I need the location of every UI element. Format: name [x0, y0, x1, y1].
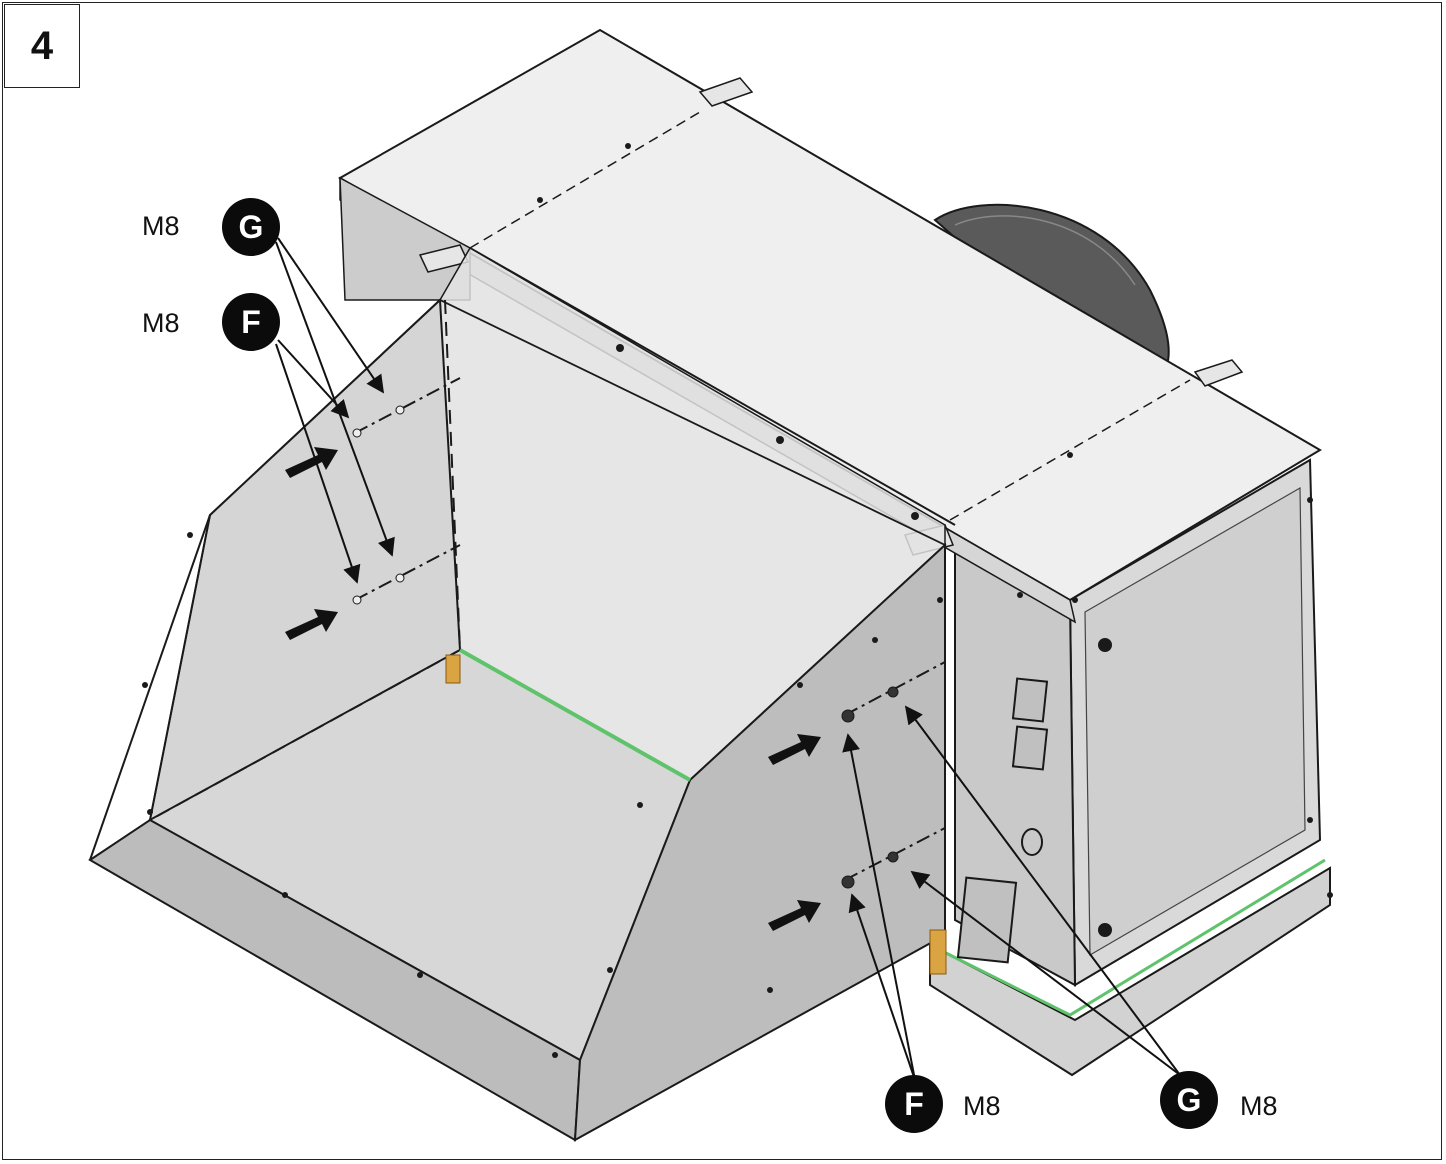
callout-size-label: M8: [963, 1091, 1001, 1121]
hood-right-panel: [573, 542, 946, 1142]
callout-f-badge: F: [885, 1075, 943, 1133]
leader-lines-upper: [275, 237, 395, 584]
callout-g-badge: G: [1160, 1071, 1218, 1129]
connector-left: [445, 654, 461, 684]
callout-size-label: M8: [1240, 1091, 1278, 1121]
screw-holes: [142, 143, 1333, 1058]
callout-g-badge: G: [222, 198, 280, 256]
unit-front-openings: [956, 638, 1112, 964]
callout-f-badge: F: [222, 293, 280, 351]
callout-size-label: M8: [142, 308, 180, 338]
callout-size-label: M8: [142, 211, 180, 241]
step-number: 4: [4, 4, 80, 88]
insertion-arrows: [285, 447, 821, 931]
connector-right: [929, 929, 947, 975]
unit-base: [929, 866, 1331, 1077]
fasteners: [352, 405, 899, 889]
leader-lines-lower: [842, 705, 1181, 1081]
